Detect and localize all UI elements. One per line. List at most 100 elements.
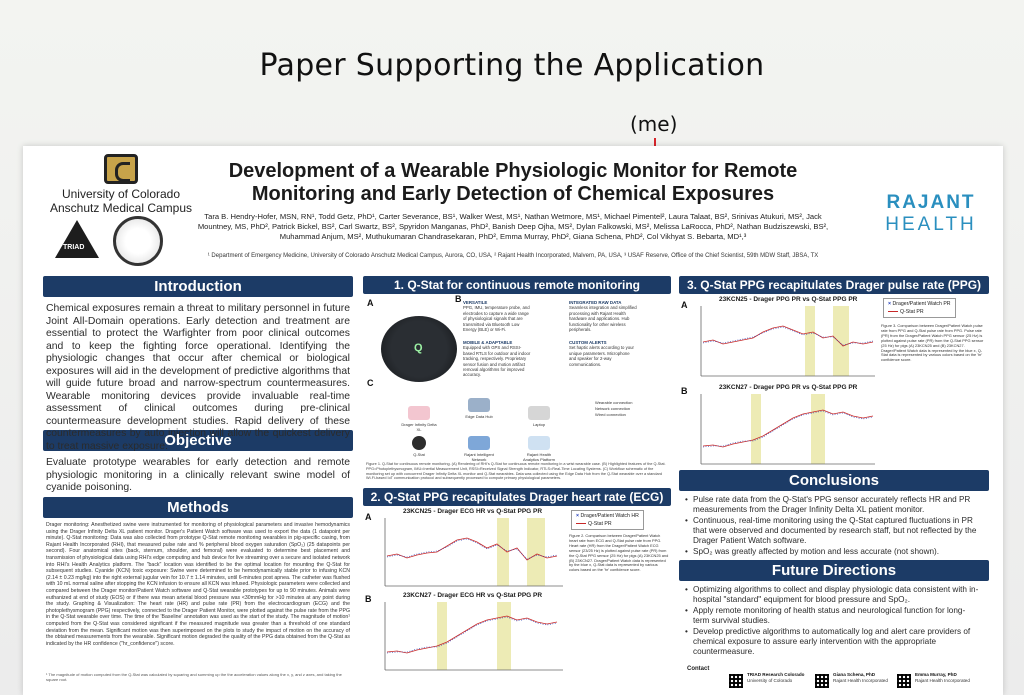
figure2a-chart: [384, 518, 563, 587]
poster-authors: Tara B. Hendry-Hofer, MSN, RN¹, Todd Get…: [197, 212, 829, 241]
feature-custom-alerts: CUSTOM ALERTS Set haptic alerts accordin…: [569, 340, 637, 367]
cu-emblem-icon: [104, 154, 138, 184]
contact-section: Contact TRIAD Research Colorado Universi…: [679, 662, 989, 695]
cu-name-line-2: Anschutz Medical Campus: [49, 201, 193, 215]
legend-wired: Wired connection: [595, 412, 626, 417]
slide-headline: Paper Supporting the Application: [259, 48, 765, 83]
objective-heading: Objective: [43, 430, 353, 451]
legend-marker-x-icon: ×: [888, 301, 892, 307]
list-item: Develop predictive algorithms to automat…: [685, 627, 981, 657]
introduction-heading: Introduction: [43, 276, 353, 297]
introduction-text: Chemical exposures remain a threat to mi…: [46, 303, 350, 452]
conclusions-list: Pulse rate data from the Q-Stat's PPG se…: [679, 491, 989, 560]
poster-column-middle: 1. Q-Stat for continuous remote monitori…: [363, 276, 671, 676]
figure2-legend: × Drager/Patient Watch HR Q-Stat PR: [571, 510, 644, 530]
rajant-logo-line-1: RAJANT: [886, 192, 976, 213]
legend-line-icon: [888, 311, 898, 313]
contact-triad: TRIAD Research Colorado University of Co…: [747, 672, 805, 683]
contact-label: Contact: [687, 666, 710, 672]
triad-logo: TRIAD: [55, 220, 99, 262]
figure2b-chart-title: 23KCN27 - Drager ECG HR vs Q-Stat PPG PR: [403, 592, 543, 599]
figure3a-chart: [700, 306, 875, 377]
contact-murray: Emma Murray, PhD Rajant Health Incorpora…: [915, 672, 970, 683]
flow-node-edge-hub: Edge Data Hub: [459, 398, 499, 419]
figure-3: A B 23KCN25 - Drager PPG PR vs Q-Stat PP…: [679, 294, 989, 470]
feature-integrated-raw-data: INTEGRATED RAW DATA Seamless integration…: [569, 300, 637, 332]
figure3-legend: × Drager/Patient Watch PR Q-Stat PR: [883, 298, 956, 318]
workflow-legend: Wearable connection Network connection W…: [595, 400, 633, 418]
contact-schena: Giana Schena, PhD Rajant Health Incorpor…: [833, 672, 888, 683]
feature-text: PPG, IMU, temperature probe, and electro…: [463, 305, 530, 333]
section2-heading: 2. Q-Stat PPG recapitulates Drager heart…: [363, 488, 671, 506]
feature-mobile-adaptable: MOBILE & ADAPTABLE Equipped with GPS and…: [463, 340, 531, 378]
feature-versatile: VERSATILE PPG, IMU, temperature probe, a…: [463, 300, 531, 332]
figure2a-chart-title: 23KCN25 - Drager ECG HR vs Q-Stat PPG PR: [403, 508, 543, 515]
flow-node-qstat: Q-Stat: [399, 436, 439, 457]
list-item: Continuous, real-time monitoring using t…: [685, 516, 981, 546]
legend-wearable: Wearable connection: [595, 400, 633, 405]
feature-title: CUSTOM ALERTS: [569, 340, 607, 345]
feature-title: VERSATILE: [463, 300, 488, 305]
poster-column-left: Introduction Chemical exposures remain a…: [43, 276, 353, 684]
poster-column-right: 3. Q-Stat PPG recapitulates Drager pulse…: [679, 276, 989, 688]
poster-title-line-2: Monitoring and Early Detection of Chemic…: [251, 183, 775, 205]
legend-network: Network connection: [595, 406, 631, 411]
figure3b-chart-title: 23KCN27 - Drager PPG PR vs Q-Stat PPG PR: [719, 384, 858, 391]
list-item: SpO₂ was greatly affected by motion and …: [685, 547, 981, 557]
figure1-panel-c-label: C: [367, 378, 374, 388]
figure-3-caption: Figure 3. Comparison between Drager/Pati…: [881, 324, 984, 363]
figure-1-caption: Figure 1. Q-Stat for continuous remote m…: [366, 462, 666, 481]
flow-node-laptop: Laptop: [519, 406, 559, 427]
feature-title: MOBILE & ADAPTABLE: [463, 340, 513, 345]
section3-heading: 3. Q-Stat PPG recapitulates Drager pulse…: [679, 276, 989, 294]
me-annotation: (me): [630, 112, 678, 136]
conclusions-heading: Conclusions: [679, 470, 989, 491]
combat-research-seal-icon: [113, 216, 163, 266]
figure3-panel-a-label: A: [681, 300, 688, 310]
rajant-health-logo: RAJANT HEALTH: [881, 192, 981, 236]
feature-text: Equipped with GPS and RSSI-based RTLS fo…: [463, 345, 531, 378]
poster-title-line-1: Development of a Wearable Physiologic Mo…: [228, 160, 798, 182]
figure3a-chart-title: 23KCN25 - Drager PPG PR vs Q-Stat PPG PR: [719, 296, 858, 303]
cu-name-line-1: University of Colorado: [61, 187, 181, 201]
figure2-panel-a-label: A: [365, 512, 372, 522]
qr-code-icon[interactable]: [815, 674, 829, 688]
figure2-panel-b-label: B: [365, 594, 372, 604]
research-poster: University of Colorado Anschutz Medical …: [23, 146, 1003, 695]
list-item: Pulse rate data from the Q-Stat's PPG se…: [685, 495, 981, 515]
legend-line-icon: [576, 523, 586, 525]
rajant-logo-line-2: HEALTH: [885, 214, 977, 235]
poster-affiliations: ¹ Department of Emergency Medicine, Univ…: [207, 253, 819, 259]
figure3b-chart: [700, 394, 875, 465]
list-item: Optimizing algorithms to collect and dis…: [685, 585, 981, 605]
figure2b-chart: [384, 602, 563, 671]
objective-text: Evaluate prototype wearables for early d…: [46, 457, 350, 493]
cu-anschutz-logo: University of Colorado Anschutz Medical …: [46, 154, 196, 215]
future-directions-list: Optimizing algorithms to collect and dis…: [679, 581, 989, 660]
figure-2: A B 23KCN25 - Drager ECG HR vs Q-Stat PP…: [363, 506, 671, 676]
qr-code-icon[interactable]: [729, 674, 743, 688]
methods-heading: Methods: [43, 497, 353, 518]
legend-marker-x-icon: ×: [576, 513, 580, 519]
flow-node-analytics: Rajant Health Analytics Platform: [519, 436, 559, 462]
qr-code-icon[interactable]: [897, 674, 911, 688]
figure3-panel-b-label: B: [681, 386, 688, 396]
methods-footnote: ¹ The magnitude of motion computed from …: [46, 672, 342, 682]
poster-title: Development of a Wearable Physiologic Mo…: [183, 160, 843, 206]
list-item: Apply remote monitoring of health status…: [685, 606, 981, 626]
triad-logo-text: TRIAD: [63, 244, 85, 251]
feature-text: Set haptic alerts according to your uniq…: [569, 345, 634, 367]
future-directions-heading: Future Directions: [679, 560, 989, 581]
qstat-device-image: [381, 316, 457, 382]
section1-heading: 1. Q-Stat for continuous remote monitori…: [363, 276, 671, 294]
feature-title: INTEGRATED RAW DATA: [569, 300, 622, 305]
figure1-panel-b-label: B: [455, 294, 462, 304]
monitoring-workflow-diagram: Drager Infinity Delta XL Edge Data Hub L…: [379, 398, 579, 468]
flow-node-network: Rajant Intelligent Network: [459, 436, 499, 462]
methods-text: Drager monitoring: Anesthetized swine we…: [46, 522, 350, 647]
flow-node-drager: Drager Infinity Delta XL: [399, 406, 439, 432]
figure-1: A B C VERSATILE PPG, IMU, temperature pr…: [363, 294, 671, 462]
figure1-panel-a-label: A: [367, 298, 374, 308]
figure-2-caption: Figure 2. Comparison between Drager/Pati…: [569, 534, 669, 573]
feature-text: Seamless integration and simplified proc…: [569, 305, 637, 333]
